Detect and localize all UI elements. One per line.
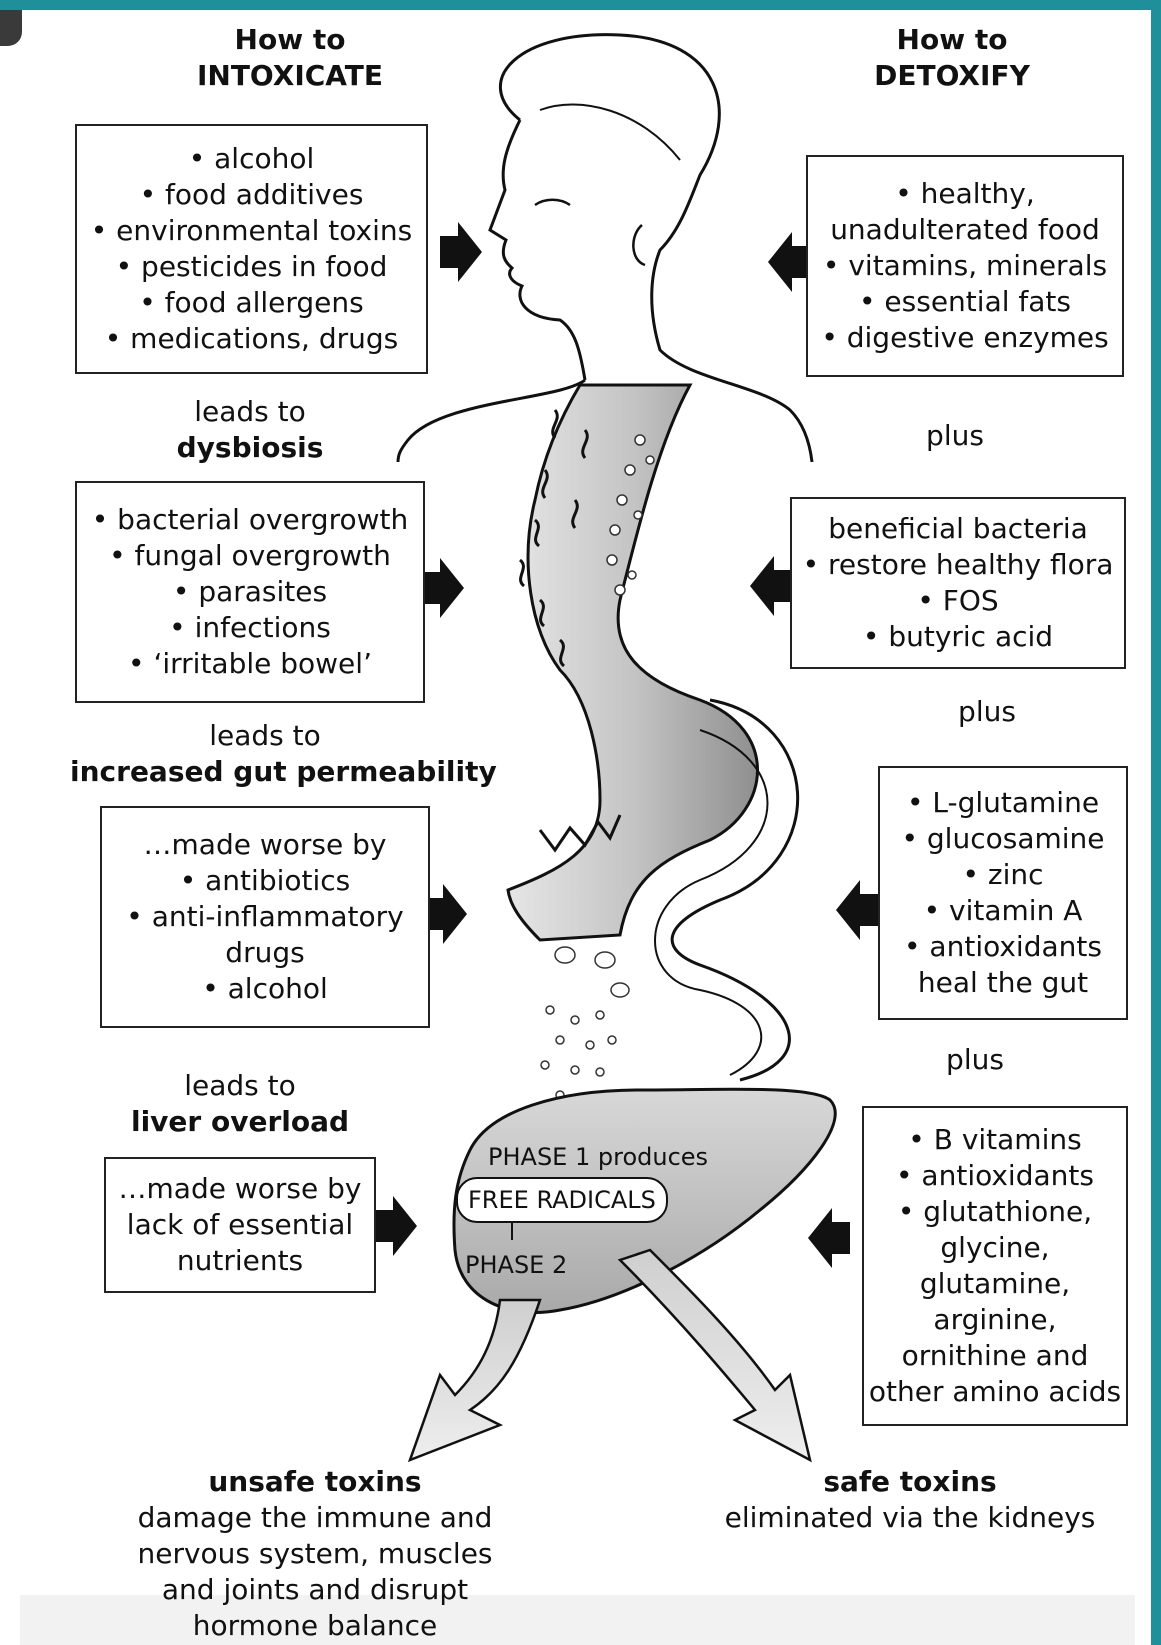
list-item: • food additives [140, 177, 364, 213]
list-item: • healthy, [895, 176, 1035, 212]
list-item: • alcohol [202, 971, 328, 1007]
dysbiosis-box: • bacterial overgrowth • fungal overgrow… [75, 481, 425, 703]
list-item: glutamine, [920, 1266, 1070, 1302]
list-item: • ‘irritable bowel’ [128, 646, 372, 682]
list-item: • essential fats [859, 284, 1071, 320]
unsafe-toxins-desc: nervous system, muscles [120, 1536, 510, 1572]
leads-to-dysbiosis: leads to dysbiosis [100, 394, 400, 466]
liver-overload-label: liver overload [90, 1104, 390, 1140]
gut-permeability-label: increased gut permeability [70, 754, 460, 790]
safe-toxins-title: safe toxins [700, 1464, 1120, 1500]
list-item: • glucosamine [901, 821, 1104, 857]
list-item: • antioxidants [904, 929, 1102, 965]
unsafe-toxins-text: unsafe toxins damage the immune and nerv… [120, 1464, 510, 1644]
leads-to-text: leads to [90, 1068, 390, 1104]
beneficial-bacteria-box: beneficial bacteria • restore healthy fl… [790, 497, 1126, 669]
list-item: • L-glutamine [907, 785, 1099, 821]
list-item: beneficial bacteria [828, 511, 1088, 547]
list-item: • medications, drugs [105, 321, 398, 357]
list-item: drugs [225, 935, 304, 971]
list-item: • butyric acid [863, 619, 1053, 655]
free-radicals-label: FREE RADICALS [468, 1186, 656, 1214]
list-item: • parasites [173, 574, 327, 610]
leads-to-text: leads to [100, 394, 400, 430]
list-item: • antioxidants [896, 1158, 1094, 1194]
unsafe-toxins-desc: and joints and disrupt [120, 1572, 510, 1608]
leads-to-text: leads to [70, 718, 460, 754]
phase2-label: PHASE 2 [465, 1251, 567, 1279]
list-item: • anti-inflammatory [126, 899, 403, 935]
heading-line: How to [140, 22, 440, 58]
safe-toxins-arrow [620, 1250, 810, 1460]
plus-label: plus [912, 694, 1062, 730]
permeability-box: …made worse by • antibiotics • anti-infl… [100, 806, 430, 1028]
unsafe-toxins-desc: hormone balance [120, 1608, 510, 1644]
list-item: ornithine and [902, 1338, 1089, 1374]
list-item: • fungal overgrowth [109, 538, 391, 574]
hair-line [540, 104, 680, 160]
unsafe-toxins-arrow [410, 1300, 540, 1460]
heading-line: DETOXIFY [802, 58, 1102, 94]
list-item: • infections [169, 610, 331, 646]
plus-label: plus [880, 418, 1030, 454]
list-item: …made worse by [144, 827, 387, 863]
list-item: lack of essential [127, 1207, 353, 1243]
nutrient-lack-box: …made worse by lack of essential nutrien… [104, 1157, 376, 1293]
list-item: • restore healthy flora [803, 547, 1114, 583]
list-item: • bacterial overgrowth [92, 502, 408, 538]
list-item: • vitamins, minerals [823, 248, 1107, 284]
heal-gut-box: • L-glutamine • glucosamine • zinc • vit… [878, 766, 1128, 1020]
detox-food-box: • healthy, unadulterated food • vitamins… [806, 155, 1124, 377]
dysbiosis-label: dysbiosis [100, 430, 400, 466]
unsafe-toxins-title: unsafe toxins [120, 1464, 510, 1500]
eye [535, 200, 570, 205]
list-item: • digestive enzymes [821, 320, 1108, 356]
ear [633, 225, 645, 265]
unsafe-toxins-desc: damage the immune and [120, 1500, 510, 1536]
list-item: • food allergens [139, 285, 364, 321]
phase1-label: PHASE 1 produces [488, 1143, 708, 1171]
list-item: arginine, [933, 1302, 1056, 1338]
list-item: • B vitamins [908, 1122, 1081, 1158]
face-profile [490, 120, 585, 380]
leads-to-liver-overload: leads to liver overload [90, 1068, 390, 1140]
list-item: glycine, [940, 1230, 1049, 1266]
list-item: • glutathione, [898, 1194, 1092, 1230]
list-item: • zinc [962, 857, 1043, 893]
list-item: • FOS [917, 583, 998, 619]
safe-toxins-text: safe toxins eliminated via the kidneys [700, 1464, 1120, 1536]
list-item: nutrients [177, 1243, 303, 1279]
list-item: unadulterated food [830, 212, 1100, 248]
list-item: • pesticides in food [116, 249, 388, 285]
list-item: other amino acids [869, 1374, 1121, 1410]
liver-nutrients-box: • B vitamins • antioxidants • glutathion… [862, 1106, 1128, 1426]
list-item: • alcohol [189, 141, 315, 177]
safe-toxins-desc: eliminated via the kidneys [700, 1500, 1120, 1536]
list-item: heal the gut [918, 965, 1088, 1001]
list-item: • vitamin A [924, 893, 1083, 929]
plus-label: plus [900, 1042, 1050, 1078]
leads-to-permeability: leads to increased gut permeability [70, 718, 460, 790]
detoxify-heading: How to DETOXIFY [802, 22, 1102, 94]
heading-line: INTOXICATE [140, 58, 440, 94]
heading-line: How to [802, 22, 1102, 58]
list-item: …made worse by [119, 1171, 362, 1207]
list-item: • environmental toxins [91, 213, 413, 249]
intoxicants-box: • alcohol • food additives • environment… [75, 124, 428, 374]
list-item: • antibiotics [180, 863, 351, 899]
intoxicate-heading: How to INTOXICATE [140, 22, 440, 94]
